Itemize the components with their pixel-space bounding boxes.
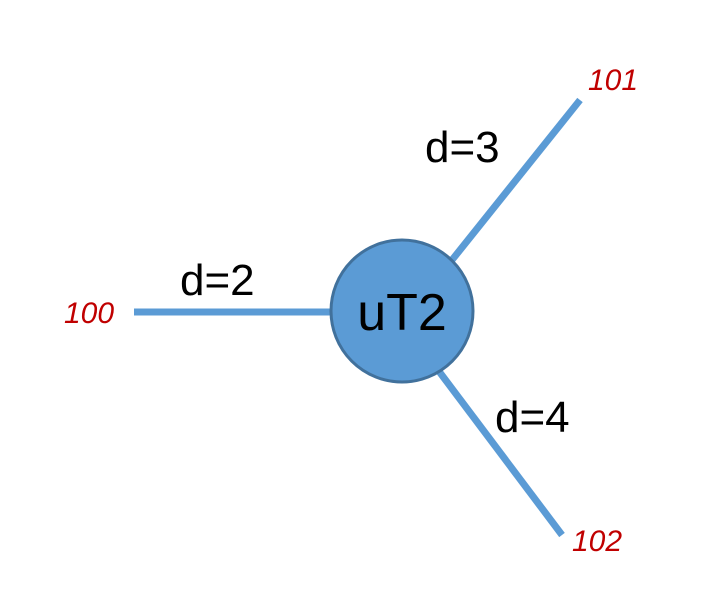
edge-label-100: d=2 — [180, 256, 255, 305]
edge-label-101: d=3 — [425, 123, 500, 172]
leaf-label-102: 102 — [572, 525, 622, 558]
edge-line-101 — [449, 97, 583, 263]
leaf-label-101: 101 — [588, 64, 638, 97]
center-node — [329, 238, 475, 384]
edge-label-102: d=4 — [495, 393, 570, 442]
edge-line-102 — [435, 367, 565, 538]
center-node-label: uT2 — [357, 284, 447, 342]
leaf-label-100: 100 — [64, 297, 114, 330]
